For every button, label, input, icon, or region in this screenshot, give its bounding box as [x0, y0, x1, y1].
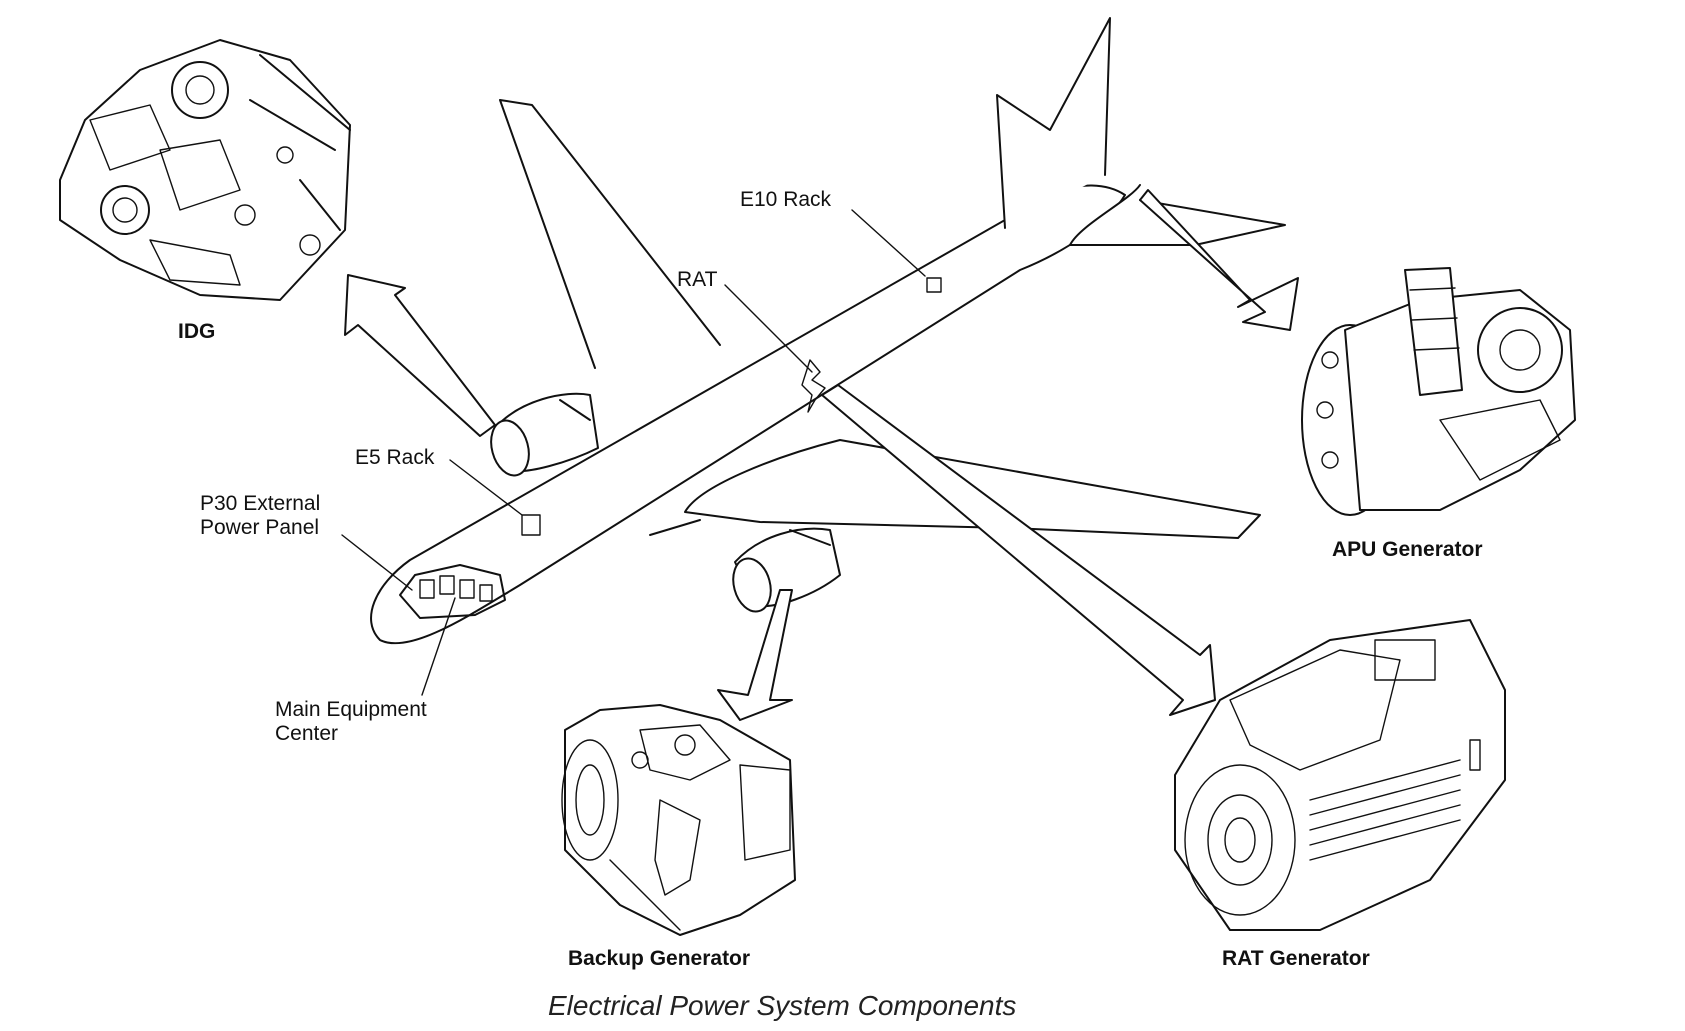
rat-leader: [724, 284, 813, 373]
figure-caption: Electrical Power System Components: [548, 990, 1017, 1021]
p30-label-line2: Power Panel: [200, 516, 320, 539]
apu-generator-title: APU Generator: [1332, 538, 1483, 561]
arrow-to-apu: [1139, 189, 1299, 331]
rat-generator-title: RAT Generator: [1222, 947, 1370, 970]
p30-external-power-panel-label: P30 External Power Panel: [200, 492, 320, 540]
vertical-tail: [996, 17, 1111, 229]
apu-generator-illustration: [1301, 267, 1576, 516]
p30-leader: [341, 534, 413, 591]
horizontal-stabilizer: [1069, 184, 1286, 246]
e5-rack-graphic: [521, 514, 541, 536]
e5-leader: [449, 459, 523, 516]
rat-graphic: [801, 359, 826, 413]
main-equipment-center-graphic: [399, 564, 506, 619]
e10-leader: [851, 209, 926, 277]
rat-label: RAT: [677, 268, 718, 291]
mec-label-line2: Center: [275, 722, 339, 745]
left-wing: [499, 99, 721, 369]
arrow-to-backup: [717, 589, 793, 721]
arrow-to-idg: [344, 274, 496, 437]
e10-rack-label: E10 Rack: [740, 188, 832, 211]
e10-rack-graphic: [926, 277, 942, 293]
main-equipment-center-label: Main Equipment Center: [275, 698, 427, 746]
mec-label-line1: Main Equipment: [275, 698, 427, 721]
backup-generator-title: Backup Generator: [568, 947, 751, 970]
mec-leader: [421, 597, 456, 696]
arrow-to-rat-generator: [821, 384, 1216, 716]
idg-illustration: [59, 39, 351, 301]
idg-title: IDG: [178, 320, 216, 343]
p30-label-line1: P30 External: [200, 492, 321, 515]
left-engine: [490, 392, 599, 477]
backup-generator-illustration: [561, 704, 796, 936]
airplane-outline: [370, 17, 1286, 645]
right-engine: [732, 527, 841, 613]
rat-generator-illustration: [1174, 619, 1506, 931]
e5-rack-label: E5 Rack: [355, 446, 435, 469]
